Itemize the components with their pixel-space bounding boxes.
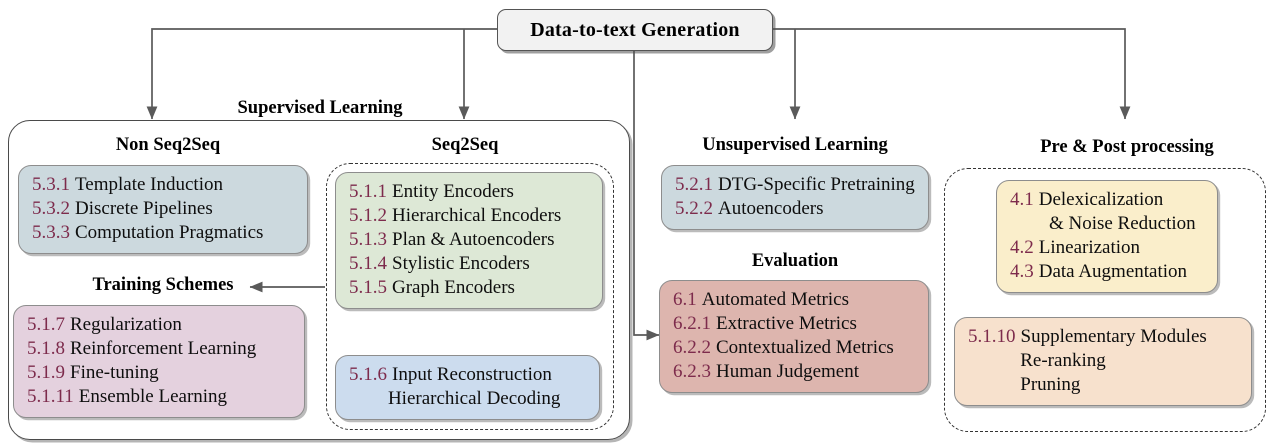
section-number: 5.3.2 (32, 197, 70, 219)
section-title: Re-ranking (1020, 349, 1106, 371)
caption-evaluation: Evaluation (751, 251, 839, 271)
section-title: Reinforcement Learning (70, 337, 257, 359)
group-seq2seq-dashed (326, 163, 614, 430)
section-number: 5.1.10 (968, 326, 1016, 347)
card-line: & Noise Reduction (1010, 212, 1204, 236)
section-number: 5.1.4 (349, 252, 387, 274)
section-title: Data Augmentation (1038, 260, 1188, 282)
card-line: Hierarchical Decoding (349, 387, 586, 411)
section-number: 5.2.1 (675, 174, 713, 195)
section-title: Ensemble Learning (78, 385, 228, 407)
section-number: 6.2.3 (673, 360, 711, 382)
section-title: Stylistic Encoders (392, 252, 530, 274)
group-supervised-learning (8, 120, 630, 440)
section-title: Graph Encoders (392, 276, 515, 298)
section-number: 4.3 (1010, 260, 1034, 282)
section-number: 5.1.5 (349, 276, 387, 298)
edge-root-to-evaluation (633, 49, 660, 341)
section-number: 5.1.6 (349, 364, 387, 385)
section-title: Linearization (1038, 236, 1141, 258)
section-number: 6.1 (673, 289, 697, 310)
section-title: & Noise Reduction (1048, 212, 1196, 234)
caption-seq2seq: Seq2Seq (431, 135, 499, 155)
section-number: 5.1.8 (27, 337, 65, 359)
section-number: 4.1 (1010, 189, 1034, 210)
section-number: 5.1.7 (27, 314, 65, 335)
section-title: DTG-Specific Pretraining (718, 174, 915, 195)
section-number: 5.1.11 (27, 385, 74, 407)
caption-pre-post-processing: Pre & Post processing (1040, 137, 1214, 157)
section-number: 6.2.1 (673, 312, 711, 334)
section-title: Extractive Metrics (716, 312, 857, 334)
root-node-label: Data-to-text Generation (530, 18, 740, 41)
section-title: Pruning (1020, 373, 1081, 395)
group-pre-post-processing-dashed (944, 168, 1266, 432)
section-title: Discrete Pipelines (75, 197, 213, 219)
section-number: 5.1.1 (349, 181, 387, 202)
section-title: Computation Pragmatics (75, 221, 264, 243)
section-title: Delexicalization (1038, 189, 1164, 210)
section-number: 5.1.9 (27, 361, 65, 383)
edge-root-to-preprocessing (771, 28, 1131, 120)
section-title: Hierarchical Encoders (392, 204, 562, 226)
section-number: 5.1.2 (349, 204, 387, 226)
root-node-data-to-text-generation[interactable]: Data-to-text Generation (497, 9, 773, 51)
section-title: Plan & Autoencoders (392, 228, 555, 250)
section-title: Hierarchical Decoding (387, 387, 561, 409)
section-number: 5.1.3 (349, 228, 387, 250)
card-line: Re-ranking (968, 349, 1238, 373)
card-line: Pruning (968, 373, 1238, 397)
section-title: Input Reconstruction (392, 364, 552, 385)
section-title: Entity Encoders (392, 181, 514, 202)
section-title: Human Judgement (716, 360, 860, 382)
caption-supervised-learning: Supervised Learning (237, 98, 403, 118)
section-title: Template Induction (75, 174, 223, 195)
section-number: 5.3.3 (32, 221, 70, 243)
section-title: Fine-tuning (70, 361, 159, 383)
section-number: 5.2.2 (675, 197, 713, 219)
section-title: Contextualized Metrics (716, 336, 894, 358)
section-number: 5.3.1 (32, 174, 70, 195)
section-number: 4.2 (1010, 236, 1034, 258)
section-number: 6.2.2 (673, 336, 711, 358)
caption-unsupervised-learning: Unsupervised Learning (702, 135, 888, 155)
caption-non-seq2seq: Non Seq2Seq (115, 135, 221, 155)
section-title: Autoencoders (718, 197, 824, 219)
section-title: Supplementary Modules (1020, 326, 1207, 347)
section-title: Regularization (70, 314, 182, 335)
section-title: Automated Metrics (701, 289, 849, 310)
caption-training-schemes: Training Schemes (92, 275, 234, 295)
